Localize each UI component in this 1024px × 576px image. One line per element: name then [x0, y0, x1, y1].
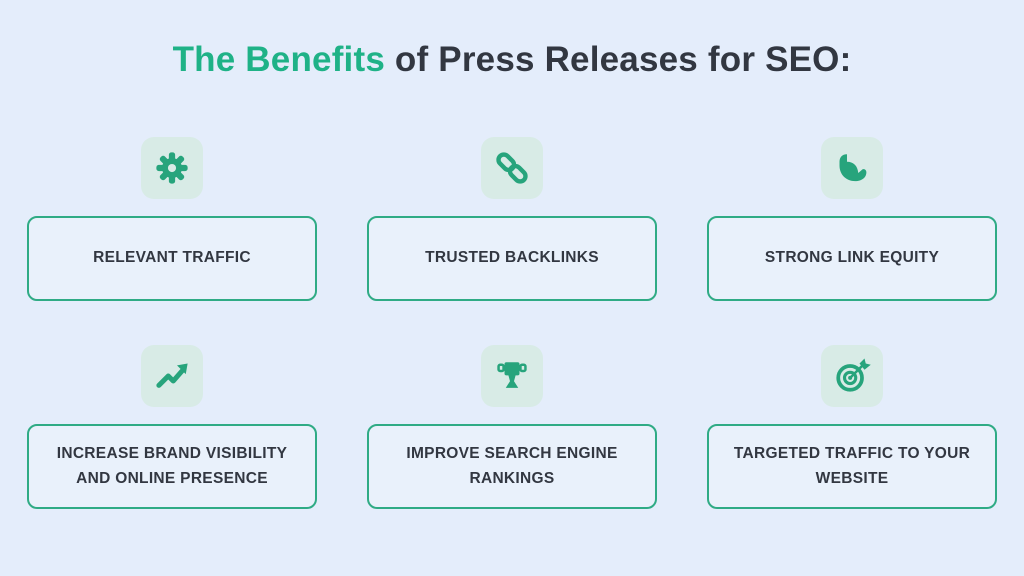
benefit-box: STRONG LINK EQUITY: [707, 216, 997, 301]
benefit-box: TRUSTED BACKLINKS: [367, 216, 657, 301]
page-title-rest: of Press Releases for SEO:: [385, 40, 852, 79]
benefit-label: STRONG LINK EQUITY: [764, 249, 940, 267]
icon-tile: [481, 137, 543, 199]
icon-tile: [141, 345, 203, 407]
page-title-highlight: The Benefits: [172, 40, 385, 79]
benefit-label: RELEVANT TRAFFIC: [93, 249, 251, 267]
benefits-grid: RELEVANT TRAFFIC TRUSTED BACKLINKS: [27, 137, 997, 509]
benefit-box: TARGETED TRAFFIC TO YOUR WEBSITE: [707, 424, 997, 509]
icon-tile: [141, 137, 203, 199]
benefit-card-targeted-traffic: TARGETED TRAFFIC TO YOUR WEBSITE: [707, 345, 997, 509]
gear-icon: [156, 152, 188, 184]
benefit-card-relevant-traffic: RELEVANT TRAFFIC: [27, 137, 317, 301]
target-icon: [836, 358, 871, 392]
benefit-card-brand-visibility: INCREASE BRAND VISIBILITY AND ONLINE PRE…: [27, 345, 317, 509]
benefit-box: INCREASE BRAND VISIBILITY AND ONLINE PRE…: [27, 424, 317, 509]
icon-tile: [821, 137, 883, 199]
benefit-card-trusted-backlinks: TRUSTED BACKLINKS: [367, 137, 657, 301]
benefit-label: TARGETED TRAFFIC TO YOUR WEBSITE: [733, 445, 971, 487]
icon-tile: [481, 345, 543, 407]
trophy-icon: [497, 362, 527, 388]
benefit-card-strong-link-equity: STRONG LINK EQUITY: [707, 137, 997, 301]
benefit-card-search-rankings: IMPROVE SEARCH ENGINE RANKINGS: [367, 345, 657, 509]
trending-up-icon: [156, 363, 188, 388]
benefit-label: INCREASE BRAND VISIBILITY AND ONLINE PRE…: [56, 445, 288, 487]
benefit-label: TRUSTED BACKLINKS: [425, 249, 599, 267]
link-icon: [496, 152, 528, 184]
benefit-box: IMPROVE SEARCH ENGINE RANKINGS: [367, 424, 657, 509]
benefit-box: RELEVANT TRAFFIC: [27, 216, 317, 301]
benefit-label: IMPROVE SEARCH ENGINE RANKINGS: [406, 445, 618, 487]
page-title: The Benefits of Press Releases for SEO:: [0, 40, 1024, 80]
icon-tile: [821, 345, 883, 407]
muscle-icon: [839, 154, 867, 182]
